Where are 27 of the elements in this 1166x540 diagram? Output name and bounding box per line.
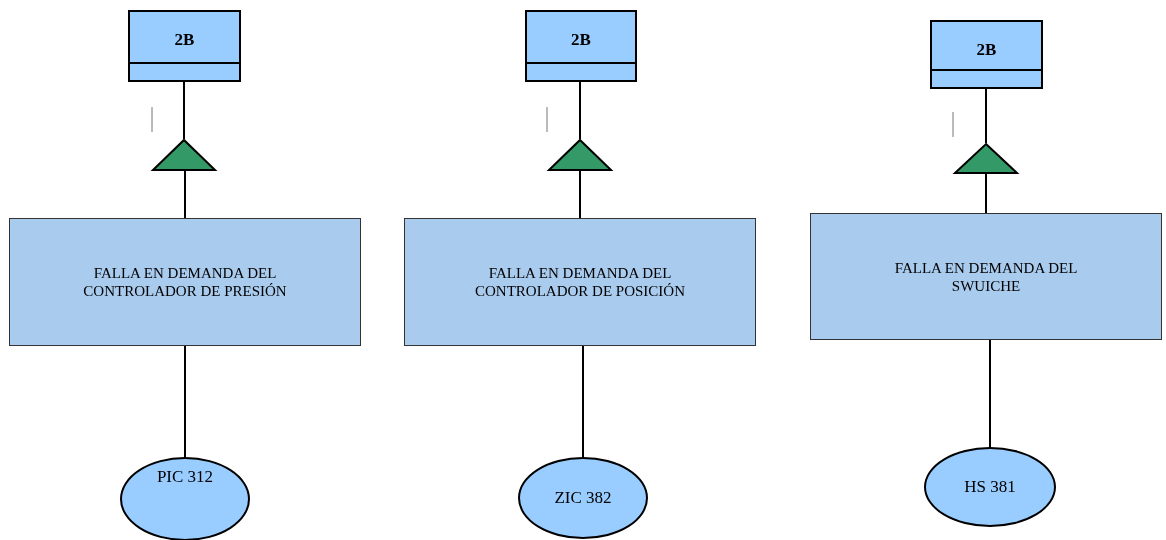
triangle-symbol: [954, 143, 1018, 174]
event-box: [810, 213, 1162, 340]
label-text: FALLA EN DEMANDA DEL CONTROLADOR DE PRESIÓN: [82, 264, 288, 300]
label-text: FALLA EN DEMANDA DEL CONTROLADOR DE POSICIÓN: [474, 264, 686, 300]
label-text: 2B: [174, 30, 195, 50]
label-text: FALLA EN DEMANDA DEL SWUICHE: [893, 258, 1079, 295]
label-text: PIC 312: [156, 467, 214, 487]
connector-line: [582, 345, 584, 458]
connector-line: [184, 170, 186, 219]
connector-line: [985, 88, 987, 144]
connector-line: [579, 170, 581, 219]
transfer-box: [525, 10, 637, 82]
triangle-symbol: [152, 139, 216, 171]
transfer-box: [128, 10, 241, 82]
connector-line: [183, 81, 185, 140]
label-text: 2B: [976, 40, 997, 60]
connector-line: [985, 173, 987, 214]
connector-line: [989, 339, 991, 448]
label-text: HS 381: [964, 477, 1016, 497]
connector-line: [579, 81, 581, 140]
connector-line: [184, 345, 186, 458]
event-box: [404, 218, 756, 346]
transfer-box: [930, 20, 1043, 89]
label-text: 2B: [571, 30, 591, 50]
event-box: [9, 218, 361, 346]
triangle-symbol: [548, 139, 612, 171]
label-text: ZIC 382: [554, 488, 612, 508]
